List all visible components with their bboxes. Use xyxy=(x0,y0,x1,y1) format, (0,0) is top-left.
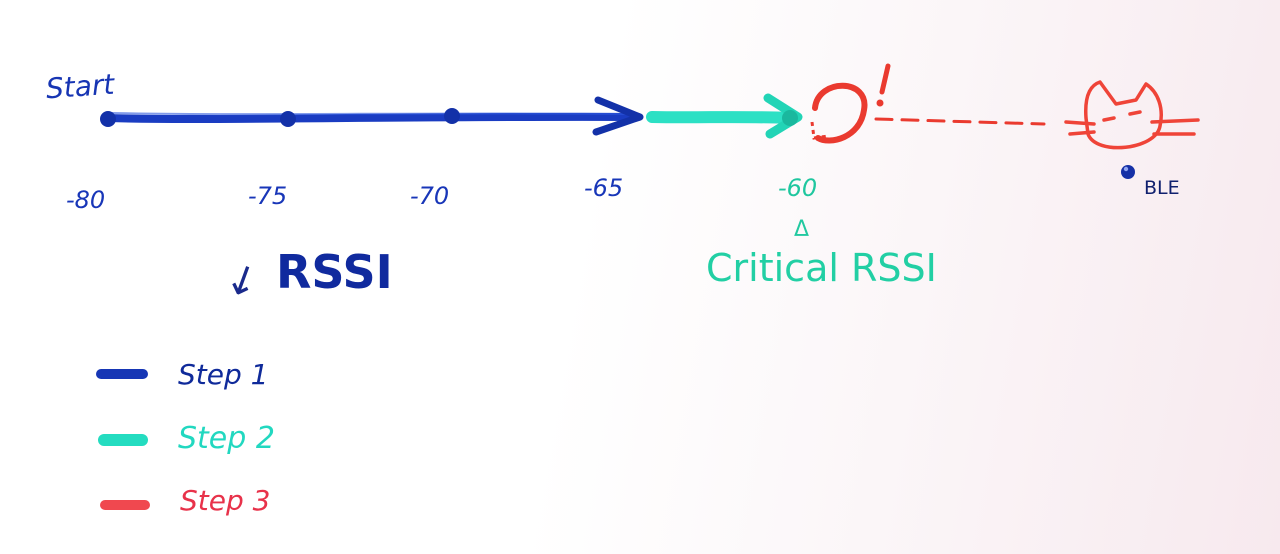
tick-label-critical: -60 xyxy=(778,174,817,202)
rssi-label: RSSI xyxy=(276,245,393,299)
legend-label-step1: Step 1 xyxy=(178,358,268,391)
step2-arrow-head xyxy=(763,93,803,139)
step1-line xyxy=(104,112,642,123)
critical-node xyxy=(782,110,798,126)
node-70 xyxy=(444,108,460,124)
step1-arrow-head xyxy=(592,96,644,136)
legend-label-step3: Step 3 xyxy=(180,484,270,517)
retry-loop-icon xyxy=(810,82,868,144)
tick-label: -70 xyxy=(410,182,449,210)
node-75 xyxy=(280,111,296,127)
step3-dashed-line xyxy=(874,117,1046,126)
start-label: Start xyxy=(45,68,117,106)
critical-rssi-label: Critical RSSI xyxy=(706,246,937,290)
cat-icon xyxy=(1064,80,1200,150)
legend-swatch-step1 xyxy=(96,369,148,379)
tick-label: -80 xyxy=(66,186,105,214)
down-arrow-icon: ↓ xyxy=(219,255,266,310)
tick-label: -75 xyxy=(248,182,287,210)
legend-swatch-step3 xyxy=(100,500,150,510)
legend-swatch-step2 xyxy=(98,434,148,446)
tick-label: -65 xyxy=(584,174,623,202)
legend-label-step2: Step 2 xyxy=(178,421,275,456)
start-node xyxy=(100,111,116,127)
legend: Step 1 Step 2 Step 3 xyxy=(96,358,275,517)
ble-label: BLE xyxy=(1144,177,1180,199)
step2-line xyxy=(646,111,796,124)
ble-dot-icon xyxy=(1121,165,1135,179)
triangle-marker: Δ xyxy=(794,217,809,242)
exclamation-mark xyxy=(876,63,891,107)
